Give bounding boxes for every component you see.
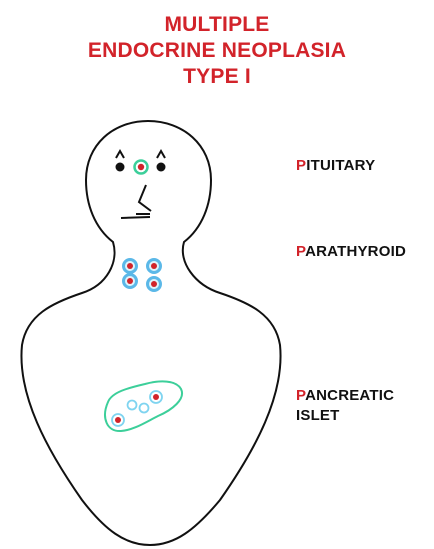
parathyroid-glands bbox=[124, 260, 161, 291]
body-outline bbox=[21, 121, 280, 545]
label-pituitary: PITUITARY bbox=[296, 156, 375, 176]
left-eyebrow bbox=[116, 151, 124, 158]
label-parathyroid-rest: ARATHYROID bbox=[305, 243, 406, 260]
parathyroid-gland bbox=[124, 275, 137, 288]
label-pancreatic-line2: ISLET bbox=[296, 406, 394, 426]
islet bbox=[128, 401, 137, 410]
label-pituitary-initial: P bbox=[296, 157, 306, 174]
label-pancreatic-islet: PANCREATIC ISLET bbox=[296, 386, 394, 426]
label-parathyroid-initial: P bbox=[296, 243, 305, 260]
left-eye bbox=[116, 163, 125, 172]
parathyroid-gland bbox=[124, 260, 137, 273]
parathyroid-gland bbox=[148, 278, 161, 291]
nose bbox=[139, 185, 151, 211]
pituitary-tumor bbox=[138, 164, 144, 170]
label-parathyroid: PARATHYROID bbox=[296, 242, 406, 262]
right-eyebrow bbox=[157, 151, 165, 158]
label-pancreatic-rest: ANCREATIC bbox=[305, 387, 394, 404]
islet bbox=[150, 391, 162, 403]
label-pituitary-rest: ITUITARY bbox=[306, 157, 375, 174]
islet bbox=[140, 404, 149, 413]
mouth bbox=[121, 214, 150, 218]
pancreas bbox=[105, 381, 182, 431]
right-eye bbox=[157, 163, 166, 172]
islet bbox=[112, 414, 124, 426]
label-pancreatic-initial: P bbox=[296, 387, 305, 404]
parathyroid-gland bbox=[148, 260, 161, 273]
pituitary-gland bbox=[135, 161, 148, 174]
